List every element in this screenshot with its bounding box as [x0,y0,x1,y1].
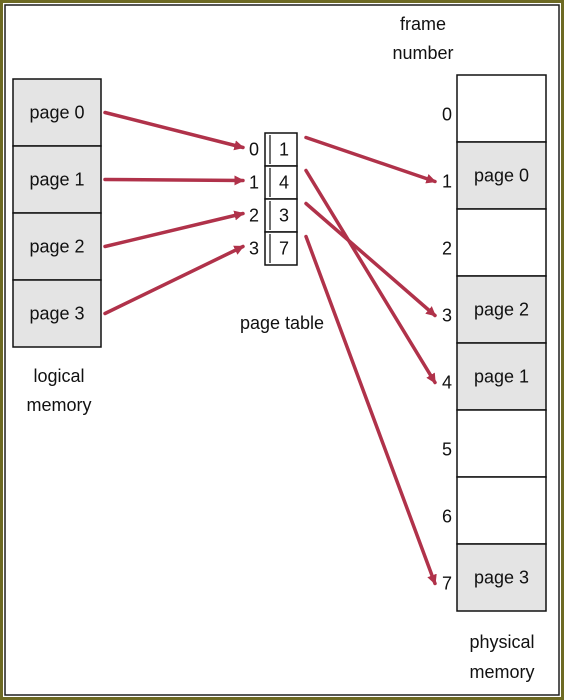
page-table-index: 3 [249,239,259,259]
frame-number: 6 [442,507,452,527]
physical-frame-box [456,74,547,143]
physical-memory-caption-line-2: memory [469,662,534,682]
table-to-frame-arrow [304,135,437,184]
frame-number: 1 [442,172,452,192]
logical-page-box [12,279,102,348]
frame-number: 3 [442,306,452,326]
page-to-table-arrow [103,244,245,316]
table-to-frame-arrow [304,168,437,385]
table-to-frame-arrow [304,201,437,318]
frame-number-header-line-1: frame [400,14,446,34]
page-table-index: 0 [249,140,259,160]
page-to-table-arrow [103,175,245,186]
page-table-frame-value: 7 [279,239,289,259]
frame-number: 7 [442,574,452,594]
physical-frame-box [456,141,547,210]
logical-page-box [12,212,102,281]
physical-frame-content: page 0 [474,166,529,186]
physical-frames: 0 page 0 1 2 page 2 3 page 1 4 5 6 page 3 7 [442,74,547,612]
page-to-table-arrow [103,210,245,249]
page-table-caption: page table [240,313,324,333]
logical-page-label: page 2 [29,237,84,257]
physical-frame-box [456,342,547,411]
page-table-index: 1 [249,173,259,193]
logical-pages: page 0 page 1 page 2 page 3 [12,78,102,348]
page-table-frame-value: 1 [279,140,289,160]
page-table-frame-value: 4 [279,173,289,193]
physical-frame-box [456,275,547,344]
physical-memory: frame number 0 page 0 1 2 page 2 3 page 1 4 5 6 pa… [392,14,547,682]
frame-number-header-line-2: number [392,43,453,63]
logical-page-label: page 3 [29,304,84,324]
page-table-index: 2 [249,206,259,226]
logical-page-label: page 1 [29,170,84,190]
physical-frame-content: page 2 [474,300,529,320]
logical-page-box [12,78,102,147]
frame-number: 2 [442,239,452,259]
physical-frame-box [456,208,547,277]
mapping-arrows [103,110,437,586]
inner-frame [4,4,560,696]
logical-memory-caption-line-2: memory [26,395,91,415]
physical-frame-content: page 3 [474,568,529,588]
physical-frame-content: page 1 [474,367,529,387]
frame-number: 0 [442,105,452,125]
logical-memory: page 0 page 1 page 2 page 3 logical memory [12,78,102,415]
frame-number: 5 [442,440,452,460]
physical-frame-box [456,543,547,612]
frame-number: 4 [442,373,452,393]
page-to-table-arrow [103,110,245,151]
physical-frame-box [456,409,547,478]
table-to-frame-arrow [304,234,437,586]
physical-frame-box [456,476,547,545]
logical-memory-caption-line-1: logical [33,366,84,386]
page-table-frame-value: 3 [279,206,289,226]
physical-memory-caption-line-1: physical [469,632,534,652]
logical-page-label: page 0 [29,103,84,123]
